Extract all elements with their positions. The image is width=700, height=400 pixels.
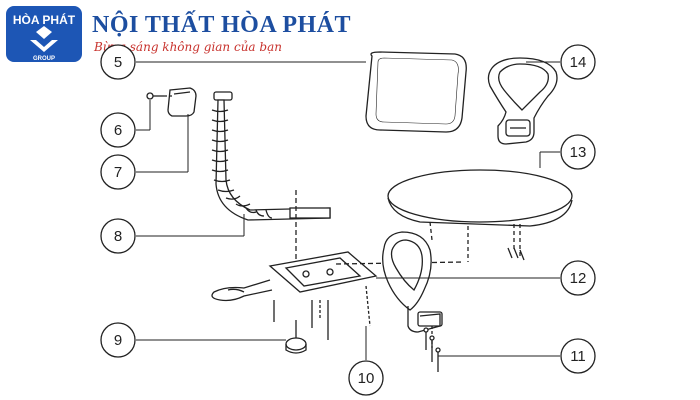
callout-circle	[100, 322, 136, 358]
callout-13: 13	[560, 134, 596, 170]
callout-10: 10	[348, 360, 384, 396]
adjust-knob-icon	[285, 320, 307, 354]
callout-8: 8	[100, 218, 136, 254]
callout-number: 12	[570, 270, 587, 287]
logo-mark-icon	[30, 26, 58, 52]
screw-set-icon	[423, 327, 441, 372]
callout-circle	[100, 112, 136, 148]
callout-number: 8	[114, 228, 122, 245]
callout-number: 11	[570, 348, 586, 365]
callout-markers: 5 6 7 8 9 10 11 12 13 14	[100, 44, 596, 396]
armrest-top-icon	[487, 57, 558, 145]
callout-number: 10	[358, 370, 375, 387]
callout-circle	[560, 44, 596, 80]
callout-circle	[100, 154, 136, 190]
callout-circle	[100, 218, 136, 254]
screw-icon	[146, 92, 172, 100]
callout-circle	[560, 338, 596, 374]
callout-5: 5	[100, 44, 136, 80]
callout-number: 6	[114, 122, 122, 139]
hoa-phat-logo: HÒA PHÁT GROUP	[6, 6, 82, 62]
back-cap-icon	[167, 87, 197, 117]
backrest-pad-icon	[365, 51, 467, 133]
callout-circle	[560, 134, 596, 170]
callout-9: 9	[100, 322, 136, 358]
armrest-icon	[382, 231, 443, 348]
callout-circle	[560, 260, 596, 296]
seat-icon	[387, 169, 573, 262]
slogan: Bừng sáng không gian của bạn	[94, 40, 282, 54]
callout-number: 14	[570, 54, 587, 71]
callout-number: 5	[114, 54, 122, 71]
callout-14: 14	[560, 44, 596, 80]
callout-number: 9	[114, 332, 122, 349]
logo-name: HÒA PHÁT	[13, 12, 76, 27]
callout-number: 7	[114, 164, 122, 181]
callout-11: 11	[560, 338, 596, 374]
callout-12: 12	[560, 260, 596, 296]
back-support-bar-icon	[211, 91, 331, 265]
leader-lines	[136, 61, 560, 360]
brand-title: NỘI THẤT HÒA PHÁT	[92, 12, 351, 38]
callout-7: 7	[100, 154, 136, 190]
callout-6: 6	[100, 112, 136, 148]
callout-circle	[348, 360, 384, 396]
callout-circle	[100, 44, 136, 80]
callout-number: 13	[570, 144, 587, 161]
logo-group: GROUP	[33, 56, 55, 62]
